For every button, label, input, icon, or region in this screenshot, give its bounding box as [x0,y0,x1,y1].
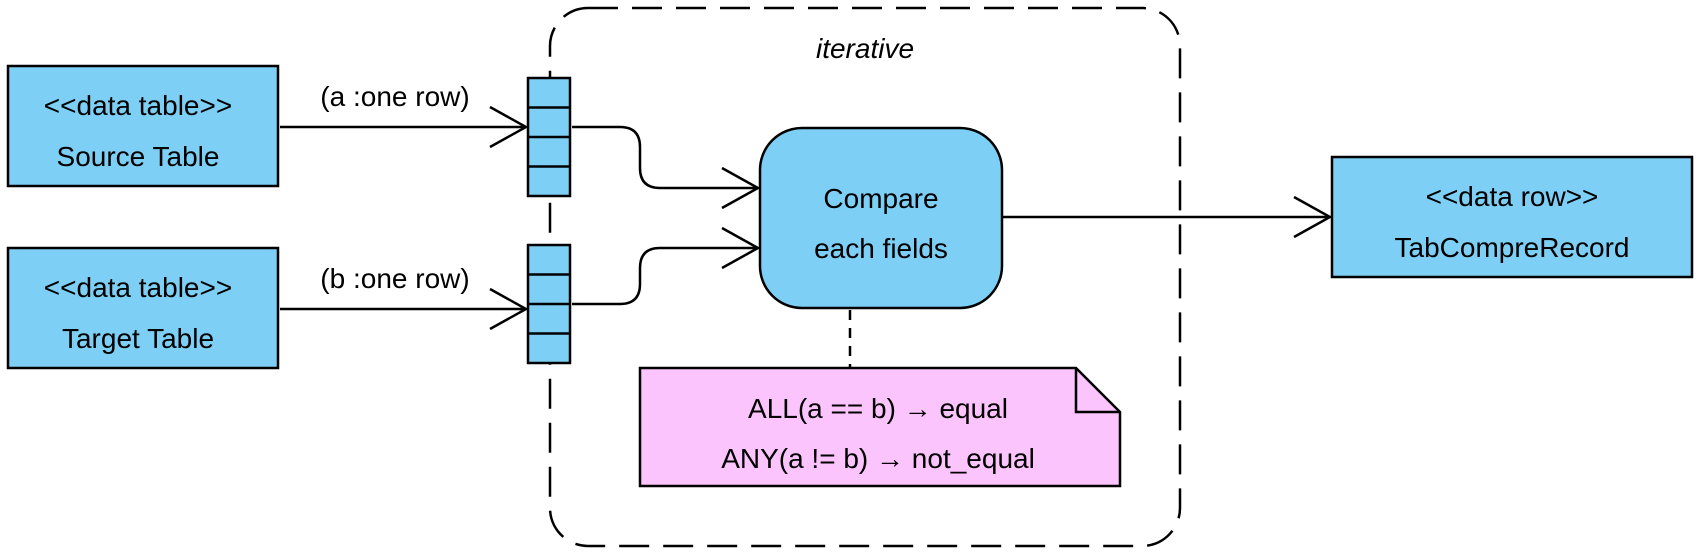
source-table-node[interactable]: <<data table>> Source Table [6,64,280,188]
edge-source-to-pin[interactable] [280,105,529,149]
output-record-stereotype: <<data row>> [1426,181,1599,212]
edge-source-label: (a :one row) [320,81,469,112]
source-table-name: Source Table [57,141,220,172]
compare-action-node[interactable]: Compare each fields [758,126,1004,310]
edge-action-to-output[interactable] [1002,195,1333,239]
edge-pin-b-to-action[interactable] [572,226,761,306]
iterative-region[interactable] [548,6,1182,548]
edge-target-to-pin[interactable] [280,287,529,331]
source-table-stereotype: <<data table>> [44,90,232,121]
target-table-name: Target Table [62,323,214,354]
note-line1: ALL(a == b) → equal [748,393,1008,424]
comparison-note[interactable]: ALL(a == b) → equal ANY(a != b) → not_eq… [638,366,1122,488]
compare-action-line1: Compare [823,183,938,214]
target-table-node[interactable]: <<data table>> Target Table [6,246,280,370]
target-table-stereotype: <<data table>> [44,272,232,303]
note-line2: ANY(a != b) → not_equal [721,443,1035,474]
input-pin-b[interactable] [526,243,572,365]
edge-target-label: (b :one row) [320,263,469,294]
input-pin-a[interactable] [526,76,572,198]
iterative-label: iterative [816,33,914,64]
edge-pin-a-to-action[interactable] [572,125,761,210]
output-record-name: TabCompreRecord [1395,232,1630,263]
compare-action-line2: each fields [814,233,948,264]
output-record-node[interactable]: <<data row>> TabCompreRecord [1330,155,1694,279]
